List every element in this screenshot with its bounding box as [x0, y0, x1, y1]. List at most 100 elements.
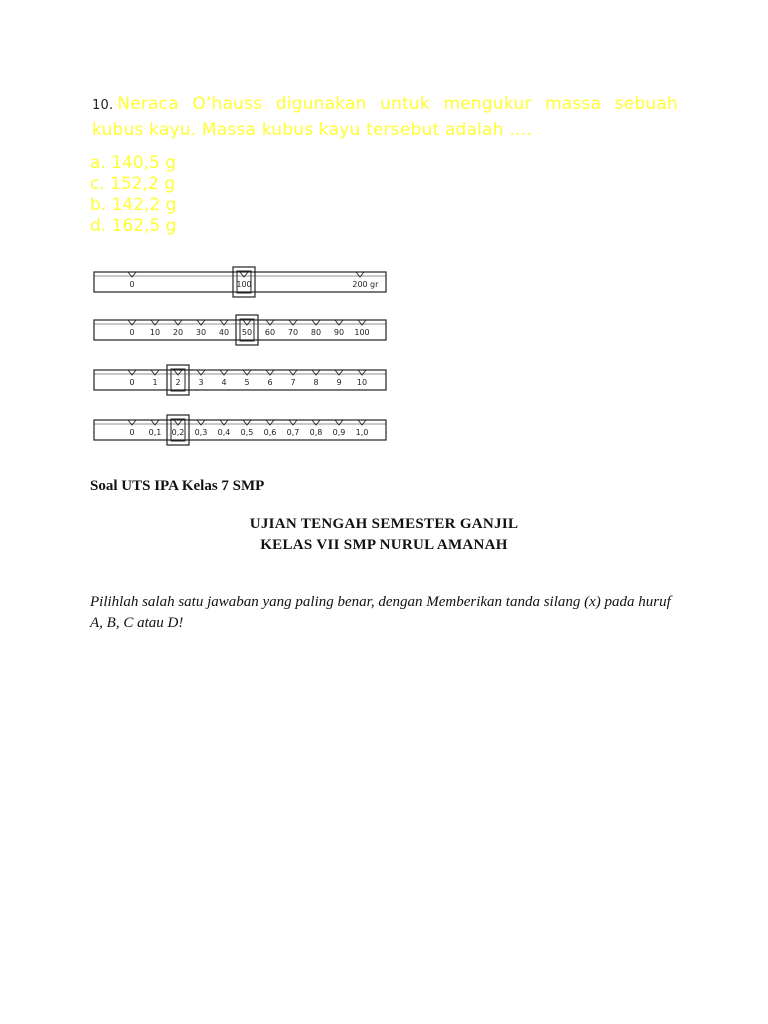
rider-inner: [170, 368, 186, 392]
tick-label: 2: [175, 378, 180, 387]
notch: [357, 419, 367, 426]
unit-label: gr: [370, 280, 379, 289]
notch: [239, 271, 249, 278]
question-block: 10.Neraca O’hauss digunakan untuk menguk…: [92, 92, 678, 142]
notch: [150, 319, 160, 326]
exam-title: UJIAN TENGAH SEMESTER GANJIL: [249, 516, 519, 532]
option-a[interactable]: a. 140,5 g: [90, 153, 177, 173]
notch: [242, 369, 252, 376]
rider-inner: [236, 270, 252, 294]
notch: [219, 369, 229, 376]
notch: [357, 369, 367, 376]
tick-label: 100: [354, 328, 369, 337]
tick-label: 50: [242, 328, 252, 337]
answer-options: a. 140,5 g c. 152,2 g b. 142,2 g d. 162,…: [90, 153, 176, 237]
tick-label: 100: [236, 280, 251, 289]
beam-4: 0 0,1 0,2 0,3 0,4 0,5 0,6 0,7 0,8 0,9 1,0: [93, 414, 387, 446]
notch: [334, 419, 344, 426]
option-d[interactable]: d. 162,5 g: [90, 216, 177, 236]
option-c[interactable]: c. 152,2 g: [90, 174, 176, 194]
notch: [173, 419, 183, 426]
notch: [173, 369, 183, 376]
notch: [265, 319, 275, 326]
notch: [288, 319, 298, 326]
beam-2: 0 10 20 30 40 50 60 70 80 90 100: [93, 314, 387, 346]
tick-label: 10: [357, 378, 367, 387]
tick-label: 9: [336, 378, 341, 387]
tick-label: 0,9: [333, 428, 346, 437]
notch: [242, 319, 252, 326]
tick-label: 6: [267, 378, 272, 387]
rider-outer: [166, 414, 190, 446]
notch: [355, 271, 365, 278]
tick-label: 0,3: [195, 428, 208, 437]
tick-label: 0: [129, 280, 134, 289]
tick-label: 0,4: [218, 428, 231, 437]
tick-label: 20: [173, 328, 183, 337]
exam-subtitle: KELAS VII SMP NURUL AMANAH: [260, 537, 508, 553]
notch: [311, 319, 321, 326]
tick-label: 0,5: [241, 428, 254, 437]
notch: [219, 419, 229, 426]
notch: [127, 319, 137, 326]
tick-label: 1,0: [356, 428, 369, 437]
rider-inner: [239, 318, 255, 342]
notch: [196, 419, 206, 426]
tick-label: 8: [313, 378, 318, 387]
notch: [334, 369, 344, 376]
notch: [219, 319, 229, 326]
tick-label: 0,1: [149, 428, 162, 437]
notch: [311, 419, 321, 426]
notch: [357, 319, 367, 326]
notch: [196, 369, 206, 376]
notch: [127, 271, 137, 278]
notch: [334, 319, 344, 326]
rider-outer: [235, 314, 259, 346]
tick-label: 80: [311, 328, 321, 337]
tick-label: 90: [334, 328, 344, 337]
option-b[interactable]: b. 142,2 g: [90, 195, 177, 215]
tick-label: 0,2: [172, 428, 185, 437]
tick-label: 3: [198, 378, 203, 387]
notch: [288, 369, 298, 376]
tick-label: 70: [288, 328, 298, 337]
tick-label: 4: [221, 378, 226, 387]
tick-label: 10: [150, 328, 160, 337]
notch: [150, 369, 160, 376]
notch: [265, 419, 275, 426]
caption: Soal UTS IPA Kelas 7 SMP: [90, 478, 265, 494]
beam-bar: [93, 369, 387, 391]
tick-label: 0: [129, 378, 134, 387]
tick-label: 30: [196, 328, 206, 337]
tick-label: 7: [290, 378, 295, 387]
question-number: 10.: [92, 98, 114, 113]
tick-label: 60: [265, 328, 275, 337]
beam-bar: [93, 419, 387, 441]
tick-label: 0: [129, 328, 134, 337]
notch: [127, 369, 137, 376]
tick-label: 40: [219, 328, 229, 337]
tick-label: 1: [152, 378, 157, 387]
tick-label: 0,7: [287, 428, 300, 437]
notch: [196, 319, 206, 326]
notch: [288, 419, 298, 426]
notch: [150, 419, 160, 426]
notch: [173, 319, 183, 326]
notch: [242, 419, 252, 426]
instruction-text: Pilihlah salah satu jawaban yang paling …: [90, 594, 671, 631]
tick-label: 200: [352, 280, 367, 289]
notch: [311, 369, 321, 376]
notch: [265, 369, 275, 376]
tick-label: 0,6: [264, 428, 277, 437]
notch: [127, 419, 137, 426]
tick-label: 0,8: [310, 428, 323, 437]
rider-inner: [170, 418, 186, 442]
rider-outer: [232, 266, 256, 298]
tick-label: 0: [129, 428, 134, 437]
beam-3: 0 1 2 3 4 5 6 7 8 9 10: [93, 364, 387, 396]
question-text: Neraca O’hauss digunakan untuk mengukur …: [92, 94, 678, 140]
tick-label: 5: [244, 378, 249, 387]
rider-outer: [166, 364, 190, 396]
